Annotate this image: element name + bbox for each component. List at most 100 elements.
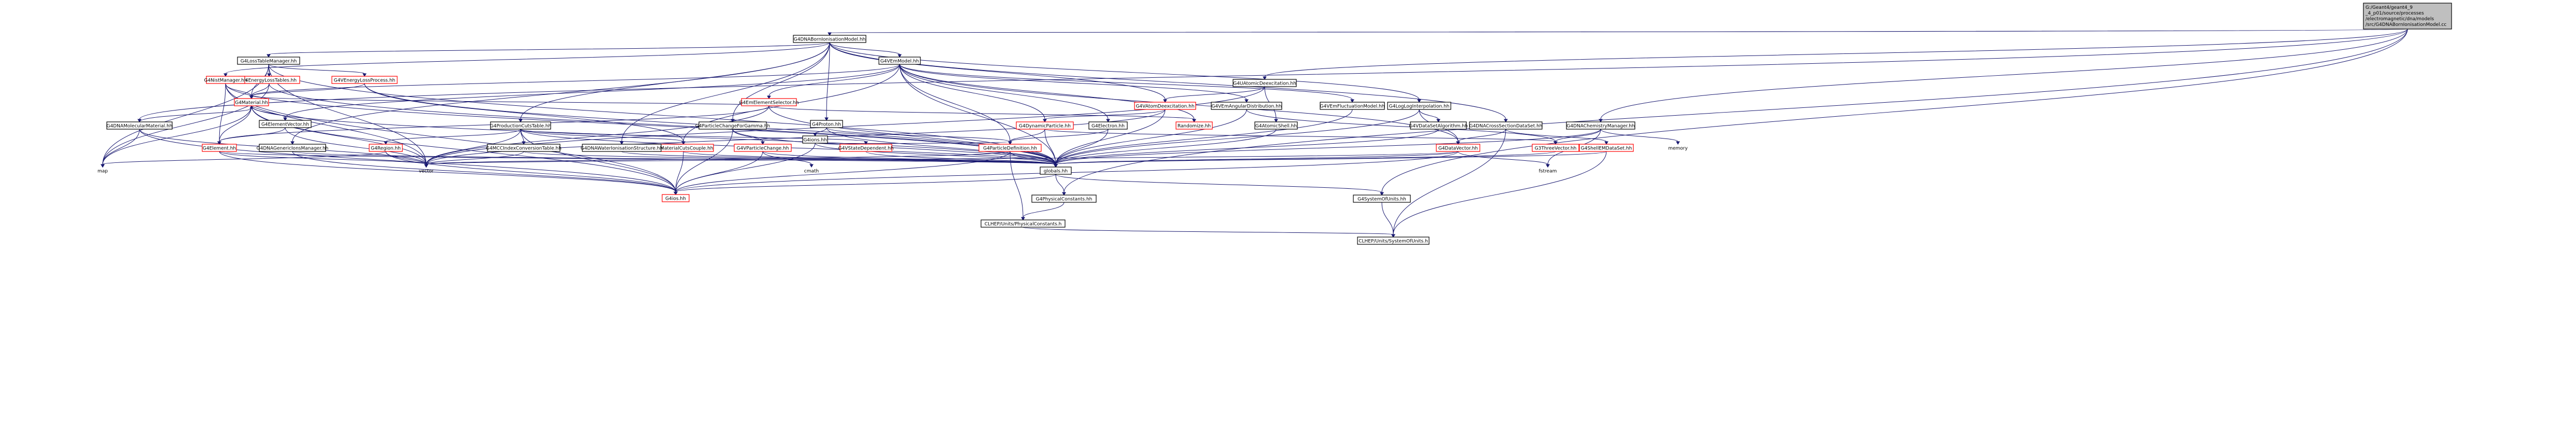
node-losstablemanager[interactable]: G4LossTableManager.hh: [237, 57, 300, 65]
node-label: G4DNAGenericIonsManager.hh: [257, 146, 329, 151]
node-randomize[interactable]: Randomize.hh: [1175, 121, 1213, 130]
node-label: G4UAtomicDeexcitation.hh: [1233, 81, 1296, 87]
node-nistmanager[interactable]: G4NistManager.hh: [204, 76, 247, 84]
edge-root-to-bornmodel: [828, 29, 2408, 36]
edge-productioncutstable-to-mccindex: [520, 129, 526, 145]
edge-line: [899, 64, 1045, 120]
node-proton[interactable]: G4Proton.hh: [810, 120, 843, 128]
edge-line: [1055, 109, 1420, 165]
edge-arrowhead: [1274, 119, 1278, 122]
edge-arrowhead: [101, 164, 105, 168]
node-material[interactable]: G4Material.hh: [234, 98, 269, 106]
edge-line: [426, 109, 1166, 165]
node-particlechangegamma[interactable]: G4ParticleChangeForGamma.hh: [695, 121, 770, 130]
node-region[interactable]: G4Region.hh: [369, 144, 403, 152]
node-vstatedependent[interactable]: G4VStateDependent.hh: [838, 144, 894, 152]
edge-arrowhead: [1008, 141, 1012, 145]
node-atomicshell[interactable]: G4AtomicShell.hh: [1254, 121, 1298, 130]
edge-line: [251, 83, 270, 96]
node-label: G3ThreeVector.hh: [1535, 146, 1577, 151]
edge-bornmodel-to-vemmodel: [829, 42, 902, 58]
edge-line: [1393, 151, 1607, 235]
edge-line: [1044, 109, 1166, 120]
node-globals[interactable]: globals.hh: [1040, 167, 1072, 175]
node-threevector[interactable]: G3ThreeVector.hh: [1532, 144, 1579, 152]
edge-vemfluctuationmodel-to-globals: [1054, 109, 1353, 168]
edge-logloginterpolation-to-vdatasetalgorithm: [1419, 109, 1440, 122]
node-systemofunits[interactable]: G4SystemOfUnits.hh: [1353, 195, 1411, 203]
edge-arrowhead: [1106, 119, 1110, 122]
edge-line: [1393, 129, 1506, 235]
edge-arrowhead: [824, 117, 829, 121]
edge-arrowhead: [1599, 119, 1603, 122]
edge-line: [219, 127, 286, 142]
edge-arrowhead: [267, 54, 271, 58]
node-dynamicparticle[interactable]: G4DynamicParticle.hh: [1016, 121, 1074, 130]
node-dnagenericionsmanager[interactable]: G4DNAGenericIonsManager.hh: [257, 144, 329, 152]
node-bornmodel[interactable]: G4DNABornIonisationModel.hh: [793, 35, 866, 43]
edge-line: [732, 42, 830, 120]
node-emelementselector[interactable]: G4EmElementSelector.hh: [739, 98, 799, 106]
node-vdatasetalgorithm[interactable]: G4VDataSetAlgorithm.hh: [1409, 121, 1468, 130]
edge-line: [225, 83, 252, 96]
node-mccindex[interactable]: G4MCCIndexConversionTable.hh: [486, 144, 562, 152]
node-dataset[interactable]: G4DataVector.hh: [1436, 144, 1480, 152]
node-dnamolecularmaterial[interactable]: G4DNAMolecularMaterial.hh: [106, 121, 173, 130]
edge-dnamolecularmaterial-to-material: [139, 105, 254, 122]
node-elementvector[interactable]: G4ElementVector.hh: [259, 120, 312, 128]
node-productioncutstable[interactable]: G4ProductionCutsTable.hh: [490, 121, 551, 130]
edge-line: [1023, 202, 1065, 218]
edge-elementvector-to-element: [217, 127, 286, 145]
node-electron[interactable]: G4Electron.hh: [1088, 121, 1128, 130]
node-cmath: cmath: [804, 169, 819, 174]
node-shellemdataset[interactable]: G4ShellEMDataSet.hh: [1579, 144, 1634, 152]
node-label: Randomize.hh: [1178, 124, 1211, 129]
node-clhepphysconst[interactable]: CLHEP/Units/PhysicalConstants.h: [981, 219, 1066, 228]
node-ios[interactable]: G4ios.hh: [662, 194, 690, 202]
edge-line: [1055, 129, 1109, 165]
edge-arrowhead: [384, 141, 388, 145]
node-box: [1410, 121, 1467, 130]
edge-line: [426, 86, 1265, 165]
edge-line: [1055, 151, 1556, 165]
edge-dnachemistrymanager-to-threevector: [1553, 129, 1601, 145]
node-label: G4EmElementSelector.hh: [739, 101, 799, 106]
edge-line: [899, 64, 1011, 142]
node-ions[interactable]: G4ions.hh: [802, 135, 828, 144]
node-energylosstables[interactable]: G4EnergyLossTables.hh: [238, 76, 300, 84]
edge-productioncutstable-to-vstatedependent: [520, 129, 868, 145]
edge-line: [520, 129, 676, 192]
node-vparticlechange[interactable]: G4VParticleChange.hh: [734, 144, 792, 152]
edge-line: [385, 151, 676, 192]
node-vemangulardistribution[interactable]: G4VEmAngularDistribution.hh: [1211, 102, 1282, 110]
node-dnacrosssectiondataset[interactable]: G4DNACrossSectionDataSet.hh: [1469, 121, 1543, 130]
node-box: [369, 144, 403, 152]
node-dnachemistrymanager[interactable]: G4DNAChemistryManager.hh: [1566, 121, 1635, 130]
node-box: [1254, 121, 1298, 130]
edge-globals-to-systemofunits: [1055, 174, 1384, 196]
node-particledefinition[interactable]: G4ParticleDefinition.hh: [978, 144, 1042, 152]
node-box: [662, 194, 690, 202]
edge-line: [219, 83, 226, 142]
node-logloginterpolation[interactable]: G4LogLogInterpolation.hh: [1387, 102, 1451, 110]
node-label: G4VParticleChange.hh: [737, 146, 789, 151]
node-vatomdeexcitation[interactable]: G4VAtomDeexcitation.hh: [1134, 102, 1196, 110]
node-label: G4DNAMolecularMaterial.hh: [106, 124, 172, 129]
edge-line: [102, 129, 140, 165]
node-vemmodel[interactable]: G4VEmModel.hh: [878, 57, 921, 65]
node-box: [1579, 144, 1634, 152]
node-venergylossprocess[interactable]: G4VEnergyLossProcess.hh: [331, 76, 398, 84]
edge-line: [219, 105, 252, 142]
edge-line: [1381, 202, 1394, 235]
node-vemfluctuationmodel[interactable]: G4VEmFluctuationModel.hh: [1320, 102, 1385, 110]
node-label: G4MCCIndexConversionTable.hh: [486, 146, 562, 151]
node-uatomicdeexcitation[interactable]: G4UAtomicDeexcitation.hh: [1233, 79, 1297, 87]
node-label: G4VStateDependent.hh: [838, 146, 894, 151]
node-physicalconstants[interactable]: G4PhysicalConstants.hh: [1031, 195, 1097, 203]
node-clhepunits[interactable]: CLHEP/Units/SystemOfUnits.h: [1357, 237, 1430, 245]
edge-line: [1044, 129, 1056, 165]
edge-bornmodel-to-logloginterpolation: [829, 42, 1421, 103]
edge-bornmodel-to-proton: [824, 42, 830, 121]
node-dnawaterstructure[interactable]: G4DNAWaterIonisationStructure.hh: [581, 144, 663, 152]
node-element[interactable]: G4Element.hh: [202, 144, 237, 152]
